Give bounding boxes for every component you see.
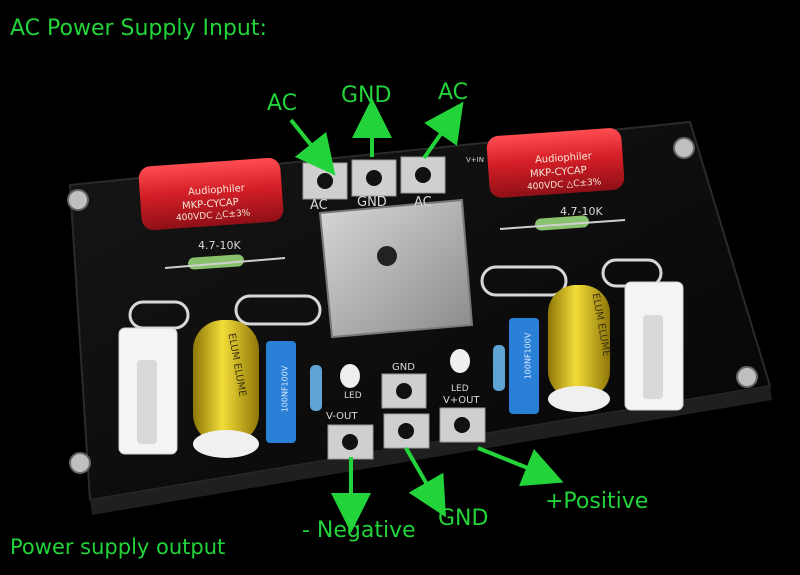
electrolytic-capacitor-left bbox=[193, 320, 259, 444]
silk-v-in: V+IN bbox=[466, 156, 484, 164]
silk-gnd: GND bbox=[357, 195, 387, 210]
bridge-rectifier bbox=[318, 198, 474, 339]
electrolytic-capacitor-right bbox=[548, 285, 610, 399]
blue-capacitor-left bbox=[266, 341, 296, 443]
arrow-positive bbox=[477, 446, 564, 487]
led-left bbox=[340, 364, 360, 388]
silk-v-plus-out: V+OUT bbox=[443, 395, 480, 406]
arrow-ac-left bbox=[289, 118, 336, 176]
slot-left-inner bbox=[234, 294, 322, 326]
blue-cap-right-text: 100NF100V bbox=[523, 332, 533, 380]
silk-v-out: V-OUT bbox=[326, 411, 358, 422]
small-resistor-left bbox=[310, 365, 322, 411]
silk-resistor-left: 4.7-10K bbox=[198, 239, 241, 252]
blue-cap-left-text: 100NF100V bbox=[280, 365, 290, 413]
led-right bbox=[450, 349, 470, 373]
title-label: AC Power Supply Input: bbox=[10, 16, 267, 41]
top-ac-left-label: AC bbox=[267, 91, 298, 116]
small-resistor-right bbox=[493, 345, 505, 391]
terminal-gnd-mid bbox=[381, 373, 427, 409]
screw-bottom-right bbox=[736, 366, 758, 388]
film-capacitor-left bbox=[138, 157, 284, 231]
silk-gnd-mid: GND bbox=[392, 362, 415, 373]
positive-label: +Positive bbox=[545, 489, 649, 514]
silk-ac-left: AC bbox=[310, 198, 328, 213]
silk-led-left: LED bbox=[344, 391, 362, 401]
bridge-hole bbox=[377, 246, 397, 266]
screw-bottom-left bbox=[69, 452, 91, 474]
silk-led-right: LED bbox=[451, 384, 469, 394]
silk-ac-right: AC bbox=[414, 195, 432, 210]
top-gnd-label: GND bbox=[341, 83, 392, 108]
silk-resistor-right: 4.7-10K bbox=[560, 205, 603, 218]
screw-top-left bbox=[67, 189, 89, 211]
resistor-right bbox=[535, 215, 589, 231]
arrow-gnd-bottom bbox=[404, 447, 446, 518]
screw-top-right bbox=[673, 137, 695, 159]
film-capacitor-right bbox=[486, 128, 625, 198]
gnd-bottom-label: GND bbox=[438, 506, 489, 531]
pcb-edge bbox=[90, 386, 772, 515]
arrow-ac-right bbox=[422, 101, 464, 160]
blue-capacitor-right bbox=[509, 318, 539, 414]
slot-right-inner bbox=[480, 265, 568, 297]
footer-label: Power supply output bbox=[10, 535, 226, 559]
top-ac-right-label: AC bbox=[438, 80, 469, 105]
negative-label: - Negative bbox=[302, 518, 416, 543]
